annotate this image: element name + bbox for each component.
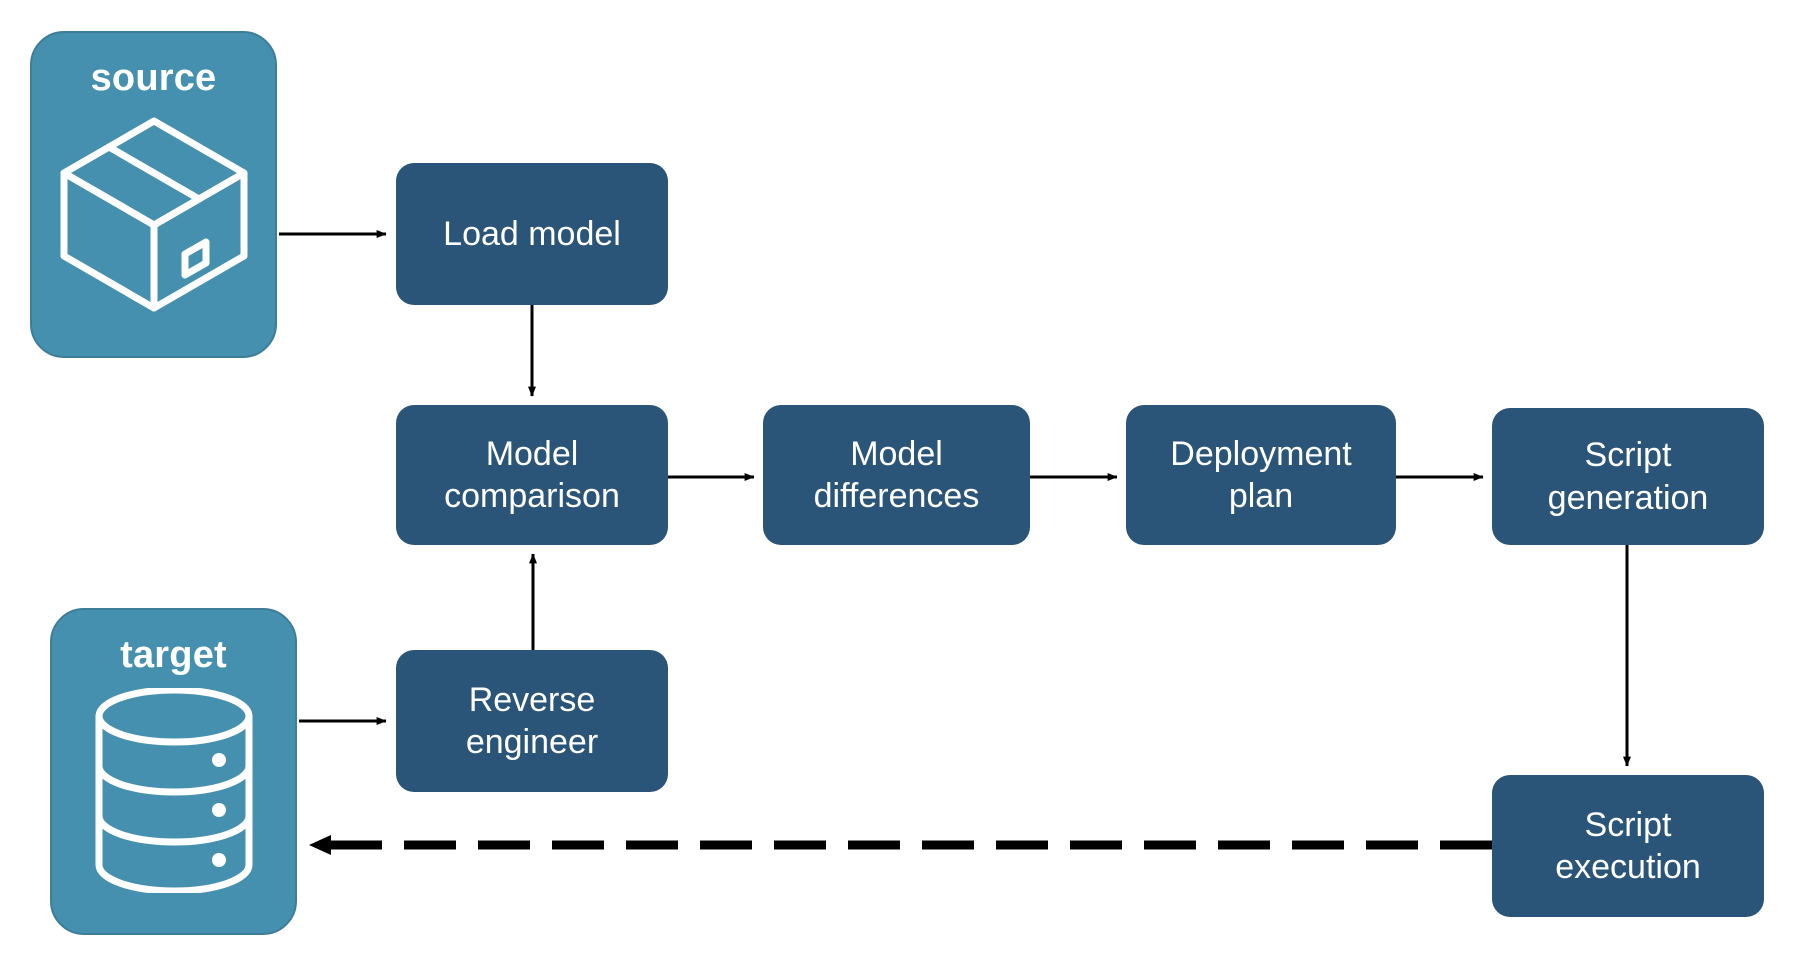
endpoint-target[interactable]: target bbox=[50, 608, 297, 935]
node-deployment-plan[interactable]: Deployment plan bbox=[1126, 405, 1396, 545]
node-deployment-plan-label: Deployment plan bbox=[1170, 434, 1352, 516]
node-load-model-label: Load model bbox=[443, 214, 621, 253]
node-script-execution-label: Script execution bbox=[1555, 805, 1701, 887]
node-script-generation-label: Script generation bbox=[1547, 436, 1709, 517]
node-reverse-engineer[interactable]: Reverse engineer bbox=[396, 650, 668, 792]
node-script-generation[interactable]: Script generation bbox=[1492, 408, 1764, 545]
endpoint-target-label: target bbox=[120, 634, 227, 676]
node-model-differences[interactable]: Model differences bbox=[763, 405, 1030, 545]
database-cylinder-icon bbox=[89, 686, 259, 898]
node-model-comparison-label: Model comparison bbox=[444, 434, 620, 516]
node-reverse-engineer-label: Reverse engineer bbox=[465, 680, 599, 762]
package-box-icon bbox=[54, 111, 254, 321]
node-load-model[interactable]: Load model bbox=[396, 163, 668, 305]
endpoint-source-label: source bbox=[90, 57, 217, 99]
node-model-comparison[interactable]: Model comparison bbox=[396, 405, 668, 545]
node-script-execution[interactable]: Script execution bbox=[1492, 775, 1764, 917]
node-model-differences-label: Model differences bbox=[813, 434, 980, 516]
endpoint-source[interactable]: source bbox=[30, 31, 277, 358]
